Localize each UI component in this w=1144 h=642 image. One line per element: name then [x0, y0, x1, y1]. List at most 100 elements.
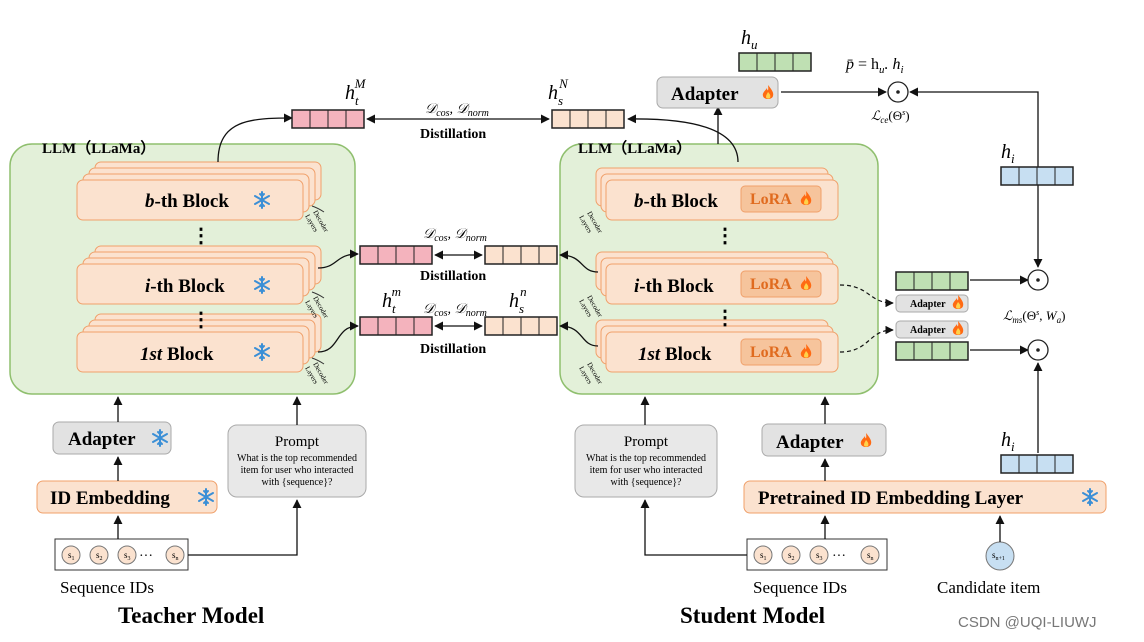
distillation-loss-label: 𝒟cos, 𝒟norm: [423, 302, 487, 319]
teacher-block-b-label: -th Block: [155, 191, 230, 212]
student-prompt-line: What is the top recommended: [586, 453, 706, 464]
student-block-b-label: -th Block: [644, 191, 719, 212]
teacher-adapter-label: Adapter: [68, 429, 136, 450]
svg-text:s1: s1: [68, 550, 75, 562]
svg-text:1st Block: 1st Block: [638, 344, 712, 365]
right-adapter: Adapter: [656, 76, 779, 109]
svg-text:sn: sn: [172, 550, 179, 562]
svg-text:s2: s2: [96, 550, 103, 562]
teacher-vector-bottom: [359, 316, 433, 336]
student-block-b: b-th Block LoRA: [595, 167, 839, 221]
hi-label: hi: [1001, 429, 1015, 454]
svg-text:i-th Block: i-th Block: [145, 276, 225, 297]
teacher-block-i-index: i: [145, 276, 151, 297]
teacher-sequence-label: Sequence IDs: [60, 578, 154, 597]
teacher-arrows: [113, 113, 359, 556]
svg-text:s1: s1: [760, 550, 767, 562]
student-adapter: Adapter: [761, 423, 887, 457]
student-vector-bottom: [484, 316, 558, 336]
distillation-loss-label: 𝒟cos, 𝒟norm: [425, 102, 489, 119]
green-vector-lower: [895, 341, 969, 361]
student-id-embedding: Pretrained ID Embedding Layer: [743, 480, 1107, 514]
svg-text:sn: sn: [867, 550, 874, 562]
student-prompt-box: Prompt What is the top recommended item …: [574, 424, 718, 498]
candidate-item-label: Candidate item: [937, 578, 1040, 597]
vertical-ellipsis: ⋮: [715, 225, 735, 247]
hi-vector-bottom: [1000, 454, 1074, 474]
svg-text:···: ···: [139, 549, 153, 564]
green-vector-upper: [895, 271, 969, 291]
candidate-item: sn+1 Candidate item: [937, 541, 1040, 597]
student-block-i-label: -th Block: [639, 276, 714, 297]
teacher-prompt-line: What is the top recommended: [237, 453, 357, 464]
student-sequence: s1 s2 s3 ··· sn Sequence IDs: [746, 538, 888, 597]
lora-label: LoRA: [750, 344, 792, 361]
student-sequence-label: Sequence IDs: [753, 578, 847, 597]
svg-text:b-th Block: b-th Block: [634, 191, 718, 212]
vertical-ellipsis: ⋮: [191, 309, 211, 331]
student-block-b-index: b: [634, 191, 644, 212]
teacher-id-embedding-label: ID Embedding: [50, 488, 170, 509]
teacher-adapter: Adapter: [52, 421, 172, 455]
teacher-block-b: b-th Block: [76, 161, 322, 221]
teacher-llm-label: LLM（LLaMa）: [42, 139, 155, 157]
svg-text:i-th Block: i-th Block: [634, 276, 714, 297]
teacher-top-hidden-label: htM: [345, 76, 367, 108]
teacher-sequence: s1 s2 s3 ··· sn Sequence IDs: [54, 538, 189, 597]
student-model-title: Student Model: [680, 603, 825, 628]
distillation-label: Distillation: [420, 342, 486, 357]
student-prompt-line: item for user who interacted: [590, 465, 703, 476]
teacher-bottom-hidden-label: htm: [382, 284, 401, 316]
small-adapter-lower: Adapter: [895, 320, 969, 339]
student-block-i: i-th Block LoRA: [595, 251, 839, 305]
teacher-id-embedding: ID Embedding: [36, 480, 218, 514]
teacher-block-i: i-th Block: [76, 245, 322, 305]
svg-text:s2: s2: [788, 550, 795, 562]
teacher-vector-middle: [359, 245, 433, 265]
svg-text:sn+1: sn+1: [992, 550, 1005, 562]
svg-text:···: ···: [832, 549, 846, 564]
hu-label: hu: [741, 27, 758, 52]
right-adapter-label: Adapter: [671, 84, 739, 105]
score-formula: p̄ = hu. hi: [845, 56, 904, 76]
teacher-prompt-line: item for user who interacted: [241, 465, 354, 476]
teacher-prompt-box: Prompt What is the top recommended item …: [227, 424, 367, 498]
student-prompt-title: Prompt: [624, 434, 669, 450]
svg-text:Adapter: Adapter: [910, 325, 946, 336]
svg-text:Adapter: Adapter: [910, 299, 946, 310]
hu-vector: [738, 52, 812, 72]
svg-text:1st Block: 1st Block: [140, 344, 214, 365]
distillation-label: Distillation: [420, 127, 486, 142]
teacher-vector-top: [291, 109, 365, 129]
student-top-hidden-label: hsN: [548, 76, 569, 108]
hi-label: hi: [1001, 141, 1015, 166]
student-id-embedding-label: Pretrained ID Embedding Layer: [758, 488, 1024, 509]
student-block-1st-label: Block: [660, 344, 712, 365]
svg-text:b-th Block: b-th Block: [145, 191, 229, 212]
student-block-1st-index: 1st: [638, 344, 661, 365]
student-bottom-hidden-label: hsn: [509, 284, 527, 316]
teacher-model-title: Teacher Model: [118, 603, 264, 628]
distillation-label: Distillation: [420, 269, 486, 284]
teacher-block-1st-index: 1st: [140, 344, 163, 365]
teacher-prompt-line: with {sequence}?: [262, 477, 334, 488]
teacher-block-i-label: -th Block: [150, 276, 225, 297]
lora-label: LoRA: [750, 191, 792, 208]
teacher-block-b-index: b: [145, 191, 155, 212]
teacher-prompt-title: Prompt: [275, 434, 320, 450]
svg-text:s3: s3: [816, 550, 823, 562]
vertical-ellipsis: ⋮: [715, 307, 735, 329]
svg-text:s3: s3: [124, 550, 131, 562]
small-adapter-upper: Adapter: [895, 294, 969, 313]
teacher-block-1st: 1st Block: [76, 313, 322, 373]
student-block-1st: 1st Block LoRA: [595, 319, 839, 373]
student-block-i-index: i: [634, 276, 640, 297]
student-adapter-label: Adapter: [776, 432, 844, 453]
student-dashed-arrows: [839, 284, 894, 353]
lora-label: LoRA: [750, 276, 792, 293]
student-vector-top: [551, 109, 625, 129]
student-arrows: [559, 87, 1043, 556]
vertical-ellipsis: ⋮: [191, 225, 211, 247]
watermark: CSDN @UQI-LIUWJ: [958, 614, 1097, 631]
